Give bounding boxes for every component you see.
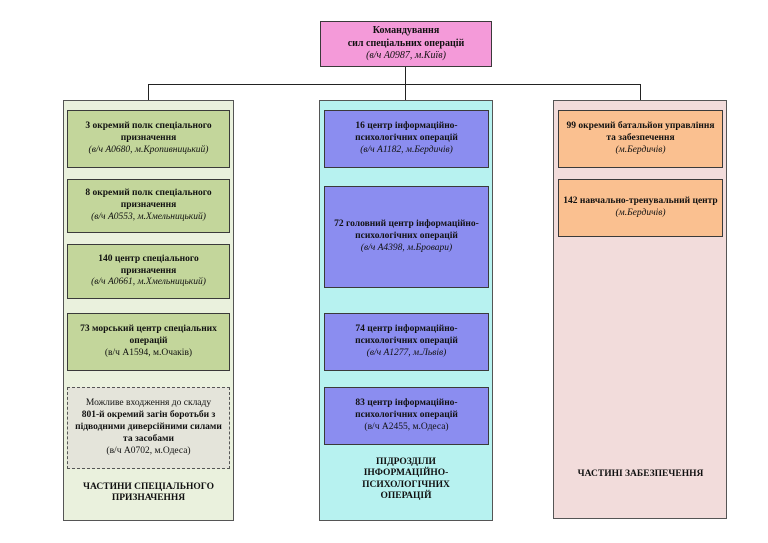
support-column xyxy=(553,100,727,519)
unit-box: 3 окремий полк спеціального призначення … xyxy=(67,110,230,168)
unit-box: 74 центр інформаційно-психологічних опер… xyxy=(324,313,489,371)
unit-subtitle: (в/ч А4398, м.Бровари) xyxy=(360,242,453,253)
right-branch-connector xyxy=(640,84,641,100)
unit-subtitle: (в/ч А1277, м.Львів) xyxy=(366,347,447,358)
unit-subtitle: (м.Бердичів) xyxy=(615,208,666,218)
possible-unit-box: Можливе входження до складу 801-й окреми… xyxy=(67,387,230,469)
psyops-column xyxy=(319,100,493,521)
unit-box: 140 центр спеціального призначення (в/ч … xyxy=(67,244,230,299)
possible-unit-note: Можливе входження до складу xyxy=(85,398,212,409)
special-purpose-footer: ЧАСТИНИ СПЕЦІАЛЬНОГО ПРИЗНАЧЕННЯ xyxy=(83,482,214,504)
unit-box: 99 окремий батальйон управління та забез… xyxy=(558,110,723,168)
branch-connector-horizontal xyxy=(148,84,641,85)
unit-subtitle: (в/ч А0661, м.Хмельницький) xyxy=(91,277,206,288)
unit-title: 99 окремий батальйон управління та забез… xyxy=(566,121,715,144)
unit-subtitle: (в/ч А1182, м.Бердичів) xyxy=(360,144,453,155)
hq-line2: сил спеціальних операцій xyxy=(347,37,465,49)
unit-title: 140 центр спеціального призначення xyxy=(98,253,199,276)
middle-branch-connector xyxy=(405,84,406,100)
hq-unit: (в/ч А0987, м.Київ) xyxy=(366,50,446,62)
unit-title: 83 центр інформаційно-психологічних опер… xyxy=(355,398,458,421)
unit-title: 74 центр інформаційно-психологічних опер… xyxy=(355,324,458,347)
unit-box: 16 центр інформаційно-психологічних опер… xyxy=(324,110,489,168)
support-footer: ЧАСТИНІ ЗАБЕЗПЕЧЕННЯ xyxy=(577,469,704,479)
unit-box: 8 окремий полк спеціального призначення … xyxy=(67,179,230,233)
unit-title: 16 центр інформаційно-психологічних опер… xyxy=(355,121,458,144)
possible-unit-subtitle: (в/ч А0702, м.Одеса) xyxy=(106,445,191,456)
unit-subtitle: (в/ч А1594, м.Очаків) xyxy=(104,347,193,358)
unit-subtitle: (в/ч А2455, м.Одеса) xyxy=(364,421,449,432)
unit-subtitle: (в/ч А0553, м.Хмельницький) xyxy=(91,211,206,222)
unit-title: 142 навчально-тренувальний центр xyxy=(563,196,718,207)
unit-subtitle: (м.Бердичів) xyxy=(615,144,666,155)
hq-connector-vertical xyxy=(405,66,406,84)
unit-title: 3 окремий полк спеціального призначення xyxy=(85,121,212,144)
hq-line1: Командування xyxy=(372,25,440,37)
unit-box: 72 головний центр інформаційно-психологі… xyxy=(324,186,489,288)
unit-subtitle: (в/ч А0680, м.Кропивницький) xyxy=(88,144,209,155)
unit-box: 142 навчально-тренувальний центр (м.Берд… xyxy=(558,179,723,237)
hq-box: Командування сил спеціальних операцій (в… xyxy=(320,21,492,67)
unit-title: 72 головний центр інформаційно-психологі… xyxy=(334,219,479,242)
unit-title: 8 окремий полк спеціального призначення xyxy=(85,188,212,211)
left-branch-connector xyxy=(148,84,149,100)
unit-title: 73 морський центр спеціальних операцій xyxy=(80,324,217,347)
unit-box: 73 морський центр спеціальних операцій (… xyxy=(67,313,230,371)
possible-unit-title: 801-й окремий загін боротьби з підводним… xyxy=(75,410,222,444)
psyops-footer: ПІДРОЗДІЛИ ІНФОРМАЦІЙНО-ПСИХОЛОГІЧНИХ ОП… xyxy=(362,457,450,502)
unit-box: 83 центр інформаційно-психологічних опер… xyxy=(324,387,489,445)
